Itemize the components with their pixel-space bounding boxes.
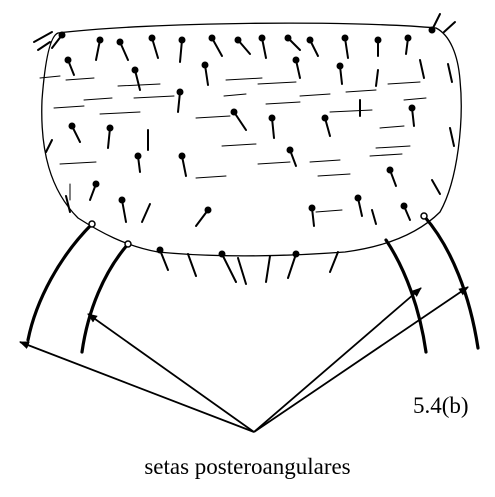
surface-texture [40,76,426,212]
posteroangular-setae [28,213,478,352]
left-outer-seta [28,224,92,340]
arrow-left-inner [88,314,254,432]
setae-cluster [34,14,455,284]
figure-caption: setas posteroangulares [0,454,495,480]
right-outer-seta [424,216,478,348]
figure-number: 5.4(b) [413,393,469,419]
left-inner-seta [82,244,128,352]
right-inner-seta [386,240,426,352]
pointer-arrows [20,287,468,432]
arrow-left-outer [20,342,254,432]
arrow-right-inner [254,288,421,432]
pronotum-outline [42,23,461,256]
